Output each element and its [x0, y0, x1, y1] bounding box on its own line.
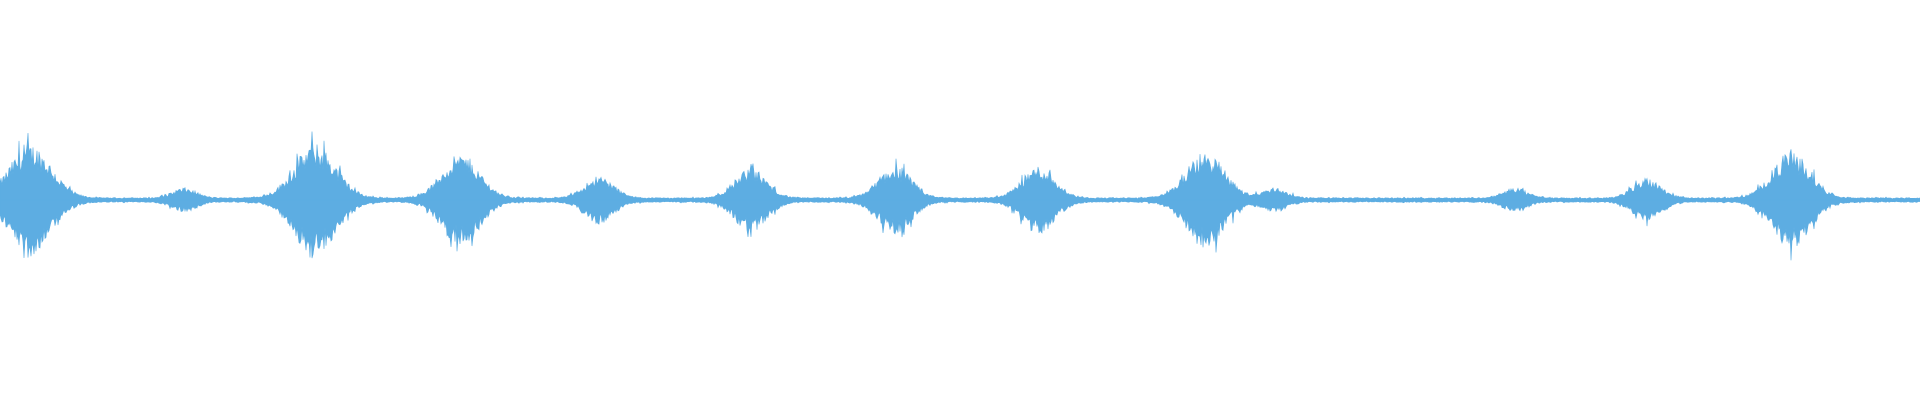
waveform-burst-10 [1273, 190, 1277, 210]
waveform-burst-11 [1513, 190, 1517, 210]
waveform-burst-7 [893, 168, 897, 232]
waveform-burst-12 [1645, 180, 1649, 220]
waveform-burst-5 [597, 178, 601, 222]
waveform-burst-4 [459, 156, 463, 244]
waveform-area [0, 131, 1920, 261]
waveform-burst-3 [313, 146, 317, 254]
waveform-series [0, 131, 1920, 261]
waveform-burst-8 [1037, 168, 1041, 232]
waveform-burst-6 [749, 170, 753, 230]
waveform-burst-1 [29, 146, 33, 254]
waveform-burst-13 [1789, 154, 1793, 246]
waveform-burst-9 [1204, 154, 1208, 246]
waveform-burst-2 [182, 190, 186, 210]
